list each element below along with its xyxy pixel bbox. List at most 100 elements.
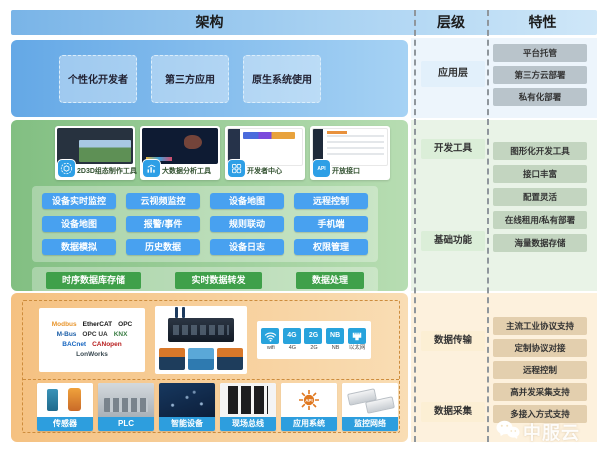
layer-chip-data-collection: 数据采集 [421,402,485,422]
stream-chip-tsdb: 时序数据库存储 [46,271,142,289]
header-feature: 特性 [528,14,557,30]
tool-card-2d3d: 2D3D组态制作工具 [55,126,137,180]
device-card-plc: PLC [98,383,154,431]
connectivity-nb: NB NB [326,328,345,352]
data-dashed-divider [23,379,399,380]
function-chip: 历史数据 [126,239,200,255]
fieldbus-image [220,383,276,417]
data-stream-panel: 时序数据库存储 实时数据转发 数据处理 [32,267,378,293]
wifi-icon [261,328,280,344]
dashed-separator-architecture-layer [414,10,416,442]
gateway-device-image [188,348,214,370]
antenna-icon [182,307,185,318]
connectivity-ethernet: 以太网 [347,328,367,352]
signal-4g-icon: 4G [282,328,301,344]
stream-chip-forward: 实时数据转发 [175,271,262,289]
protocol-logo: KNX [113,331,128,338]
function-chip: 报警/事件 [126,216,200,232]
tool-card-bigdata: 大数据分析工具 [140,126,220,180]
data-layer-section: Modbus EtherCAT OPC M-Bus OPC UA KNX BAC… [11,293,408,442]
api-gear-icon: API [281,383,337,417]
basic-functions-panel: 设备实时监控 云视频监控 设备地图 远程控制 设备地图 报警/事件 规则联动 手… [32,186,378,262]
connectivity-card: wifi 4G 4G 2G 2G NB NB [257,321,371,359]
function-chip: 权限管理 [294,239,368,255]
application-layer-section: 个性化开发者 第三方应用 原生系统使用 [11,40,408,117]
header-layer: 层级 [437,14,465,30]
gateway-devices-row [159,348,243,370]
feature-chip: 在线租用/私有部署 [493,211,587,229]
protocol-logos-card: Modbus EtherCAT OPC M-Bus OPC UA KNX BAC… [39,308,145,372]
device-card-app-system: API 应用系统 [281,383,337,431]
protocol-logo: OPC [118,321,133,328]
data-transmission-row: Modbus EtherCAT OPC M-Bus OPC UA KNX BAC… [23,301,399,379]
bar-chart-icon [143,160,160,177]
industrial-pc-image [168,318,234,342]
feature-chip: 私有化部署 [493,88,587,106]
tool-screenshot-bigdata [142,128,218,164]
api-icon: API [313,160,330,177]
smart-device-image [159,383,215,417]
feature-chip: 第三方云部署 [493,66,587,84]
dashed-separator-layer-feature [487,10,489,442]
data-dashed-container: Modbus EtherCAT OPC M-Bus OPC UA KNX BAC… [22,300,400,433]
function-chip: 数据模拟 [42,239,116,255]
tool-label: 开发者中心 [247,168,282,175]
function-chip: 设备实时监控 [42,193,116,209]
function-chip: 设备地图 [210,193,284,209]
feature-chip: 远程控制 [493,361,587,379]
tool-label: 开放接口 [332,168,360,175]
device-card-sensor: 传感器 [37,383,93,431]
protocol-logo: CANopen [92,341,122,348]
layer-chip-basic-functions: 基础功能 [421,231,485,251]
feature-chip: 多接入方式支持 [493,405,587,423]
grid-icon [228,160,245,177]
sensor-image [37,383,93,417]
cube-icon [58,160,75,177]
feature-chip: 高并发采集支持 [493,383,587,401]
stream-chip-processing: 数据处理 [295,271,364,289]
function-chip: 设备地图 [42,216,116,232]
dev-tools-row: 2D3D组态制作工具 大数据分析工具 开发者中心 API 开放接口 [55,126,408,180]
svg-text:API: API [305,398,313,403]
tool-card-openapi: API 开放接口 [310,126,390,180]
device-card-fieldbus: 现场总线 [220,383,276,431]
protocol-logo: BACnet [62,341,87,348]
tool-label: 大数据分析工具 [162,168,211,175]
device-card-smart-device: 智能设备 [159,383,215,431]
data-collection-row: 传感器 PLC 智能设备 现场总线 API [23,383,399,431]
protocol-logo: OPC UA [82,331,108,338]
header-architecture: 架构 [195,14,224,30]
plc-image [98,383,154,417]
feature-chip: 平台托管 [493,44,587,62]
tool-screenshot-devcenter [227,128,303,166]
gateway-hardware-image [155,306,247,374]
tool-screenshot-openapi [312,128,388,166]
diagram-header: 架构 层级 特性 [11,10,597,35]
brand-name: 中服云 [523,423,580,443]
layer-chip-data-transmission: 数据传输 [421,331,485,351]
layer-chip-dev-tools: 开发工具 [421,139,485,159]
connectivity-2g: 2G 2G [304,328,323,352]
antenna-icon [175,307,178,318]
connectivity-wifi: wifi [261,328,280,352]
development-layer-section: 2D3D组态制作工具 大数据分析工具 开发者中心 API 开放接口 [11,120,408,293]
layer-chip-application: 应用层 [421,61,485,87]
function-chip: 规则联动 [210,216,284,232]
function-chip: 手机端 [294,216,368,232]
app-box-third-party-app: 第三方应用 [151,54,229,103]
function-chip: 云视频监控 [126,193,200,209]
protocol-logo: Modbus [51,321,77,328]
wechat-icon [496,420,520,444]
gateway-device-image [159,348,185,370]
signal-nb-icon: NB [326,328,345,344]
feature-chip: 主流工业协议支持 [493,317,587,335]
ethernet-icon [347,328,366,344]
gateway-device-image [217,348,243,370]
tool-label: 2D3D组态制作工具 [77,168,137,175]
connectivity-4g: 4G 4G [282,328,302,352]
feature-chip: 接口丰富 [493,165,587,183]
feature-chip: 配置灵活 [493,188,587,206]
function-chip: 设备日志 [210,239,284,255]
app-box-custom-developer: 个性化开发者 [59,54,137,103]
